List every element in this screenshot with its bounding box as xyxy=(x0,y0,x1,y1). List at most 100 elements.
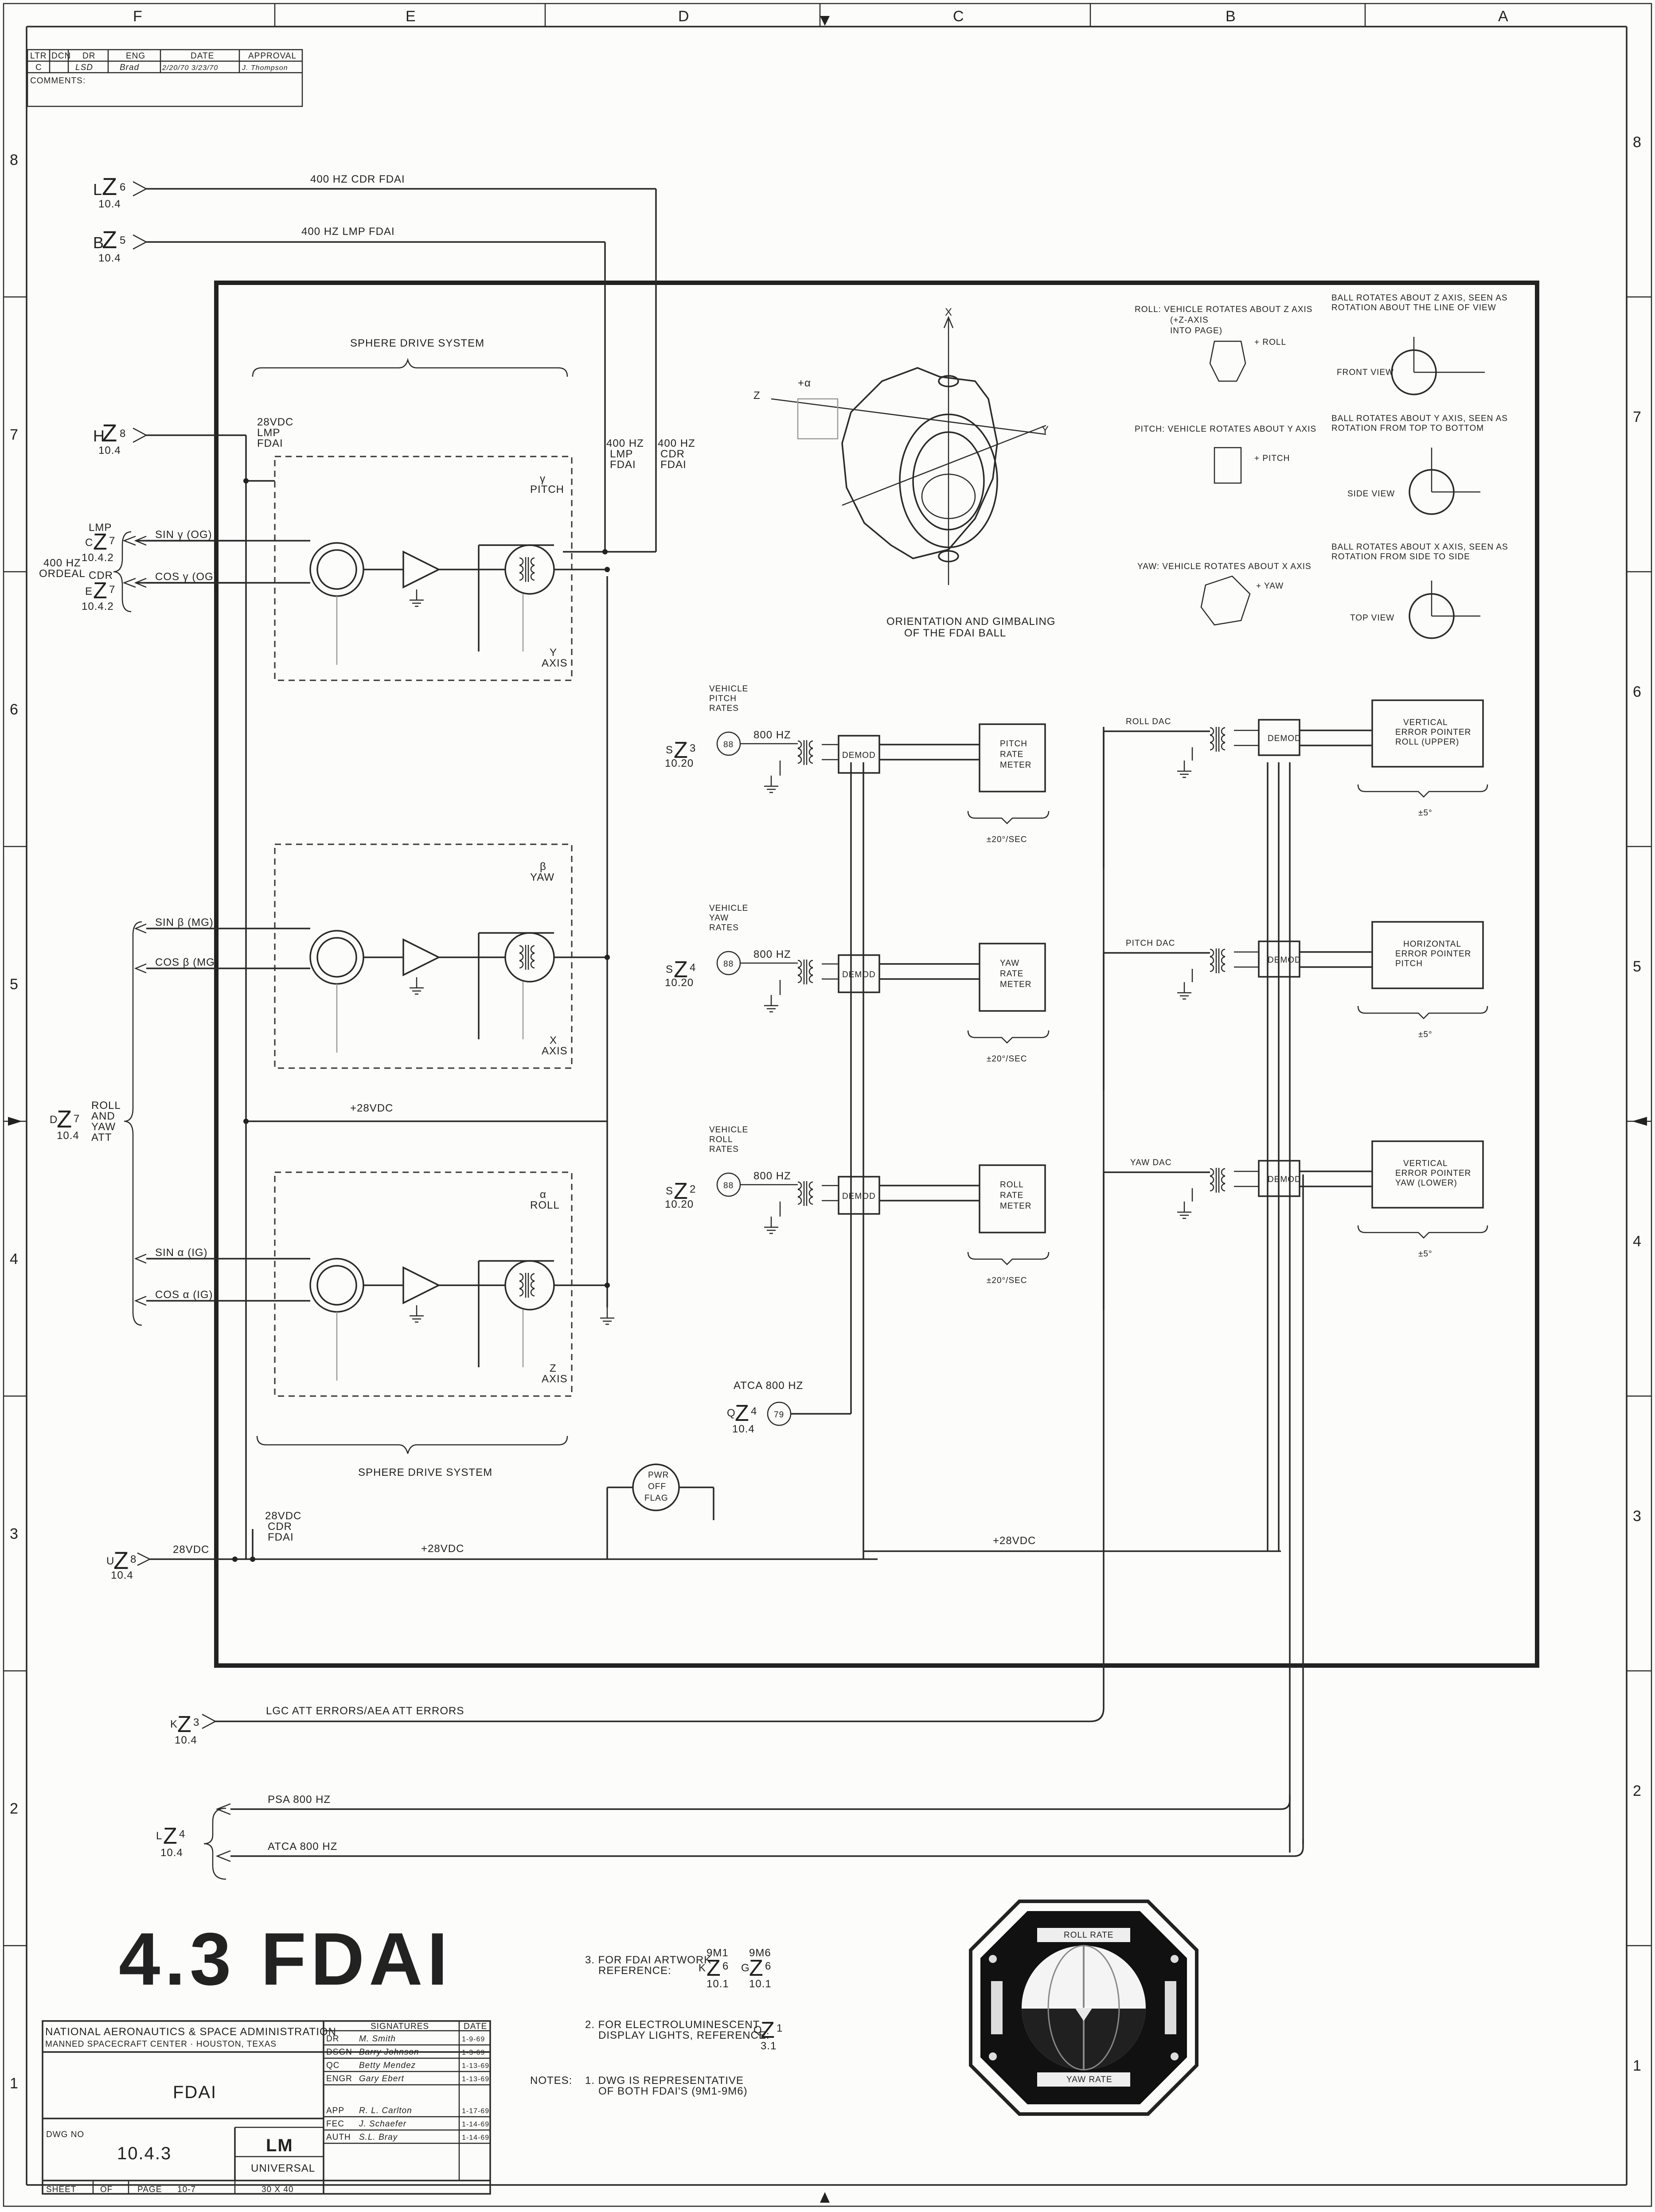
svg-text:OFF: OFF xyxy=(648,1482,666,1491)
signature-role-0: DR xyxy=(326,2034,339,2044)
resolver-cos-label-1: COS β (MG) xyxy=(155,956,219,968)
svg-text:AXIS: AXIS xyxy=(542,657,568,669)
rev-header-dr: DR xyxy=(82,51,95,61)
svg-text:DISPLAY LIGHTS, REFERENCE:: DISPLAY LIGHTS, REFERENCE: xyxy=(598,2029,770,2041)
svg-text:6: 6 xyxy=(722,1960,729,1972)
svg-text:Z: Z xyxy=(674,957,688,983)
connector-k-z3: K Z 3 10.4 LGC ATT ERRORS/AEA ATT ERRORS xyxy=(170,727,1105,1746)
svg-text:10.4: 10.4 xyxy=(98,445,121,456)
svg-text:9M6: 9M6 xyxy=(749,1947,771,1959)
svg-text:3: 3 xyxy=(690,742,696,754)
signature-date-6: 1-14-69 xyxy=(462,2134,489,2142)
resolver-angle-1: β xyxy=(540,861,546,873)
svg-text:2: 2 xyxy=(690,1183,696,1195)
svg-text:ROTATION FROM SIDE TO SIDE: ROTATION FROM SIDE TO SIDE xyxy=(1331,552,1470,562)
connector-l-z4: L Z 4 10.4 PSA 800 HZ ATCA 800 HZ xyxy=(156,1794,1304,1880)
svg-text:Z: Z xyxy=(102,172,117,200)
error-dac-0: ROLL DAC xyxy=(1126,717,1171,726)
signature-role-2: QC xyxy=(326,2061,340,2070)
svg-text:RATES: RATES xyxy=(709,923,739,932)
svg-text:Z: Z xyxy=(93,578,107,604)
zone-col-e: E xyxy=(406,8,416,25)
svg-text:10.4: 10.4 xyxy=(98,198,121,210)
svg-text:METER: METER xyxy=(1000,761,1032,770)
svg-text:L: L xyxy=(93,180,102,199)
svg-text:U: U xyxy=(106,1555,114,1567)
connector-h-z8: H Z 8 10.4 xyxy=(93,419,246,456)
svg-text:4: 4 xyxy=(690,962,696,974)
signature-date-2: 1-13-69 xyxy=(462,2062,489,2070)
rate-freq-2: 800 HZ xyxy=(753,1170,791,1182)
svg-text:C: C xyxy=(85,537,93,549)
svg-text:Z: Z xyxy=(706,1955,721,1981)
svg-text:10.1: 10.1 xyxy=(749,1978,772,1990)
top-center-arrow-icon xyxy=(820,16,830,26)
svg-text:YAW: VEHICLE ROTATES ABOUT X A: YAW: VEHICLE ROTATES ABOUT X AXIS xyxy=(1137,562,1312,571)
center-label: MANNED SPACECRAFT CENTER · HOUSTON, TEXA… xyxy=(45,2040,277,2049)
zone-row-6-right: 6 xyxy=(1633,683,1641,700)
svg-text:Z: Z xyxy=(177,1712,191,1737)
svg-text:YAW: YAW xyxy=(709,913,729,923)
svg-text:CDR: CDR xyxy=(660,448,685,460)
zone-row-5: 5 xyxy=(10,976,18,993)
rate-pin-1: 88 xyxy=(723,960,734,969)
title-block: NATIONAL AERONAUTICS & SPACE ADMINISTRAT… xyxy=(42,2020,491,2195)
svg-text:X: X xyxy=(945,306,952,318)
signature-date-4: 1-17-69 xyxy=(462,2107,489,2115)
rate-freq-1: 800 HZ xyxy=(753,948,791,960)
svg-text:10.4.2: 10.4.2 xyxy=(82,601,114,612)
zone-row-2: 2 xyxy=(10,1800,18,1817)
svg-text:FDAI: FDAI xyxy=(660,459,687,471)
svg-text:4: 4 xyxy=(179,1828,185,1840)
svg-text:10.4: 10.4 xyxy=(175,1734,197,1746)
svg-text:Z: Z xyxy=(761,2017,775,2043)
zone-row-7-right: 7 xyxy=(1633,409,1641,425)
svg-text:ROLL: VEHICLE ROTATES ABOUT Z: ROLL: VEHICLE ROTATES ABOUT Z AXIS xyxy=(1135,305,1312,314)
resolver-name-1: YAW xyxy=(530,871,554,883)
signature-name-6: S.L. Bray xyxy=(359,2133,398,2142)
svg-text:RATES: RATES xyxy=(709,704,739,713)
connector-u-z8: U Z 8 10.4 28VDC +28VDC xyxy=(106,1543,878,1581)
signal-400hz-cdr: 400 HZ CDR FDAI xyxy=(310,173,405,185)
rate-connector-1: S xyxy=(666,964,673,975)
signature-name-5: J. Schaefer xyxy=(359,2119,406,2129)
svg-text:10.1: 10.1 xyxy=(706,1978,729,1990)
rev-comments-label: COMMENTS: xyxy=(30,76,86,86)
svg-text:DATE: DATE xyxy=(464,2022,487,2031)
signature-name-2: Betty Mendez xyxy=(359,2061,416,2070)
svg-text:7: 7 xyxy=(109,535,115,547)
svg-text:CDR: CDR xyxy=(268,1521,292,1533)
svg-text:ATT: ATT xyxy=(91,1131,112,1143)
pwr-off-flag: PWR OFF FLAG xyxy=(606,1463,714,1559)
resolver-name-0: PITCH xyxy=(530,484,564,495)
zone-row-4-right: 4 xyxy=(1633,1233,1641,1250)
svg-text:6: 6 xyxy=(120,181,126,193)
svg-text:E: E xyxy=(85,585,93,597)
svg-text:AND: AND xyxy=(91,1110,115,1122)
svg-text:AXIS: AXIS xyxy=(542,1045,568,1057)
error-pointer-2: VERTICAL xyxy=(1403,1159,1448,1168)
indicator-roll-rate: ROLL RATE xyxy=(1064,1931,1113,1940)
rate-demod-1: DEMOD xyxy=(842,970,876,979)
rate-freq-0: 800 HZ xyxy=(753,729,791,741)
svg-text:Z: Z xyxy=(102,419,117,447)
resolver-axis-0: Y xyxy=(550,647,557,659)
svg-text:Z: Z xyxy=(735,1401,749,1426)
svg-text:ORIENTATION AND GIMBALING: ORIENTATION AND GIMBALING xyxy=(886,616,1055,628)
fdai-indicator-illustration: ROLL RATE YAW RATE xyxy=(969,1900,1198,2116)
svg-text:2. FOR ELECTROLUMINESCENT: 2. FOR ELECTROLUMINESCENT xyxy=(585,2019,760,2031)
error-pointer-0: VERTICAL xyxy=(1403,718,1448,727)
rev-header-eng: ENG xyxy=(126,51,145,61)
signature-name-3: Gary Ebert xyxy=(359,2074,404,2083)
svg-text:K: K xyxy=(699,1962,706,1974)
zone-row-7: 7 xyxy=(10,426,18,443)
svg-text:10.4: 10.4 xyxy=(732,1423,755,1435)
svg-text:RATE: RATE xyxy=(1000,969,1023,979)
rev-header-dcn: DCN xyxy=(51,51,71,61)
rev-header-approval: APPROVAL xyxy=(248,51,297,61)
svg-text:10.4: 10.4 xyxy=(98,252,121,264)
svg-text:PWR: PWR xyxy=(648,1471,669,1480)
